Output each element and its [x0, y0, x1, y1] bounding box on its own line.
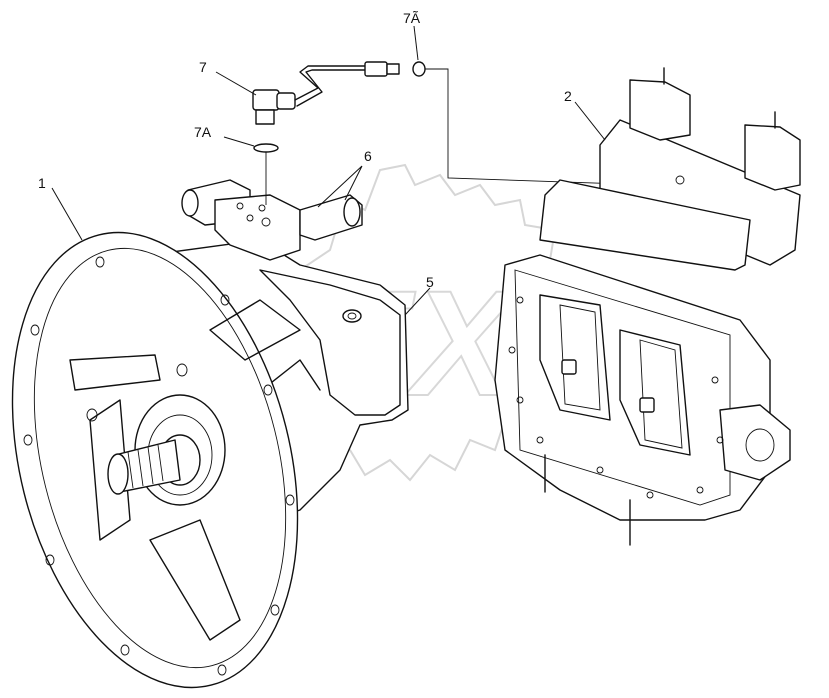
- o-ring-7a: [253, 143, 279, 153]
- callout-6: 6: [364, 148, 372, 164]
- callout-1: 1: [38, 175, 46, 191]
- valve-block-part-2: [539, 67, 801, 271]
- pump-housing-part-5: [494, 254, 791, 546]
- leader-1: [51, 187, 83, 241]
- callout-7a: 7A: [194, 124, 212, 140]
- pump-body-part-1: [11, 231, 409, 689]
- o-ring-7a-top: [412, 61, 426, 77]
- callout-7a-top: 7Ã: [403, 10, 421, 26]
- leader-7: [215, 71, 257, 96]
- housing-bolt-holes: [508, 296, 724, 499]
- callouts: 1 2 5 6 7 7Ã 7A: [38, 10, 606, 316]
- leader-7a: [223, 136, 255, 147]
- flange-bolt-holes: [23, 256, 295, 676]
- leader-2: [574, 101, 606, 141]
- regulator-part-6: [181, 179, 363, 261]
- leader-7a-top: [413, 25, 419, 61]
- callout-7: 7: [199, 59, 207, 75]
- leader-5: [404, 287, 431, 316]
- leader-6: [317, 165, 363, 208]
- callout-2: 2: [564, 88, 572, 104]
- fitting-part-7: [252, 61, 400, 125]
- callout-5: 5: [426, 274, 434, 290]
